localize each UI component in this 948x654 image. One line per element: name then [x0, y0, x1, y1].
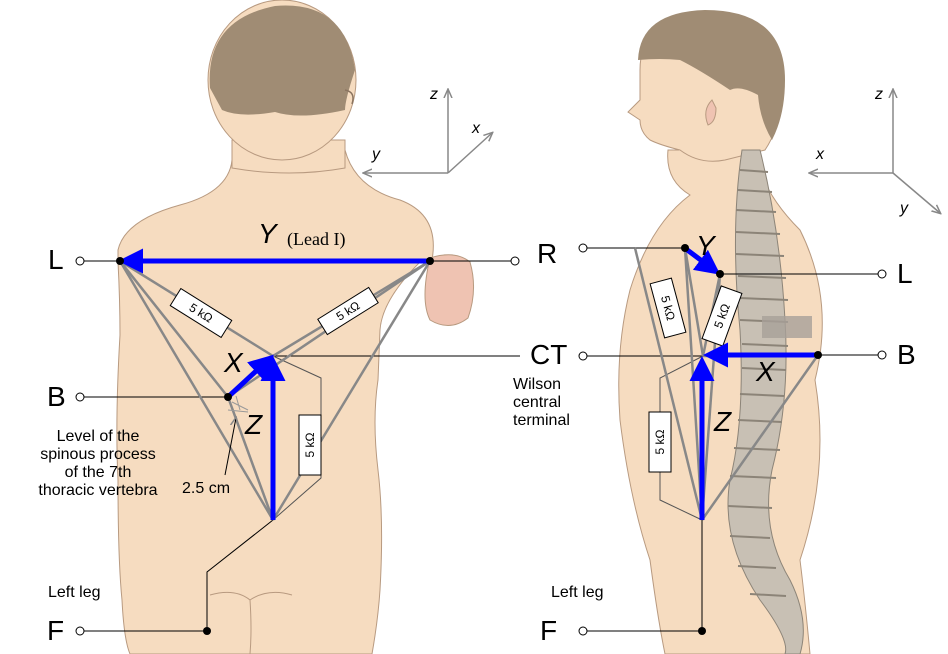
side-terminals: [578, 243, 887, 636]
buttock-curve-right: [249, 591, 293, 601]
level-note-line-1: Level of the: [56, 428, 140, 445]
side-vector-y: [684, 247, 721, 275]
back-axes: [364, 90, 492, 173]
back-axis-z-label: z: [430, 86, 438, 103]
spine: [727, 149, 812, 654]
buttock-curve-left: [209, 591, 251, 601]
back-nodes: [116, 257, 434, 635]
side-view: 5 kΩ 5 kΩ 5 kΩ: [578, 10, 940, 654]
side-left-leg-label: Left leg: [551, 584, 604, 601]
back-electrode-B-label: B: [47, 381, 66, 412]
spinous-process-marker: [227, 395, 249, 413]
shoulder-cap: [424, 254, 474, 326]
distance-pointer: [224, 418, 236, 476]
level-note: Level of the spinous process of the 7th …: [18, 428, 178, 500]
distance-label: 2.5 cm: [182, 480, 231, 497]
side-vector-y-label: Y: [696, 230, 715, 261]
level-note-line-2: spinous process: [40, 446, 156, 463]
back-axis-y-label: y: [372, 146, 380, 163]
side-electrode-L-label: L: [897, 258, 913, 289]
wilson-line-1: Wilson: [513, 376, 562, 393]
side-resistor-3-label: 5 kΩ: [653, 429, 667, 454]
back-electrode-L-label: L: [48, 244, 64, 275]
side-axis-x-label: x: [816, 146, 824, 163]
wilson-terminal-label: Wilson central terminal: [513, 376, 570, 430]
lead-i-label: (Lead I): [287, 229, 346, 249]
side-vector-x-label: X: [756, 356, 775, 387]
side-axis-y-label: y: [900, 200, 908, 217]
side-axes: [810, 90, 940, 213]
side-electrode-R-label: R: [537, 238, 558, 269]
level-note-line-3: of the 7th: [64, 464, 132, 481]
side-nodes: [681, 244, 822, 635]
side-electrode-B-label: B: [897, 339, 916, 370]
side-resistor-1-label: 5 kΩ: [658, 294, 678, 322]
side-resistor-1: 5 kΩ: [649, 277, 687, 339]
side-electrode-CT-label: CT: [530, 339, 568, 370]
back-terminals: [75, 256, 520, 636]
back-electrode-F-label: F: [47, 615, 65, 646]
back-left-leg-label: Left leg: [48, 584, 101, 601]
back-hair: [209, 5, 355, 116]
buttock-cleft: [249, 599, 252, 654]
wilson-line-3: terminal: [513, 412, 570, 429]
side-electrode-F-label: F: [540, 615, 558, 646]
side-ear: [705, 99, 717, 126]
side-body: [618, 149, 823, 654]
side-resistor-2: 5 kΩ: [701, 285, 743, 347]
back-axis-x-label: x: [472, 120, 480, 137]
side-axis-z-label: z: [875, 86, 883, 103]
level-note-line-4: thoracic vertebra: [38, 482, 158, 499]
side-resistor-3: 5 kΩ: [648, 411, 672, 473]
back-vector-z-label: Z: [245, 409, 263, 440]
side-hair: [638, 10, 785, 140]
back-view: 5 kΩ 5 kΩ 5 kΩ: [75, 0, 520, 654]
wilson-line-2: central: [513, 394, 562, 411]
back-vector-y-label: Y: [258, 218, 277, 249]
back-vector-x: [226, 354, 274, 399]
back-vector-x-label: X: [224, 347, 243, 378]
back-resistor-3-label: 5 kΩ: [303, 432, 317, 457]
back-resistor-3: 5 kΩ: [298, 414, 322, 476]
back-ear: [344, 89, 354, 105]
side-vector-z-label: Z: [714, 406, 732, 437]
